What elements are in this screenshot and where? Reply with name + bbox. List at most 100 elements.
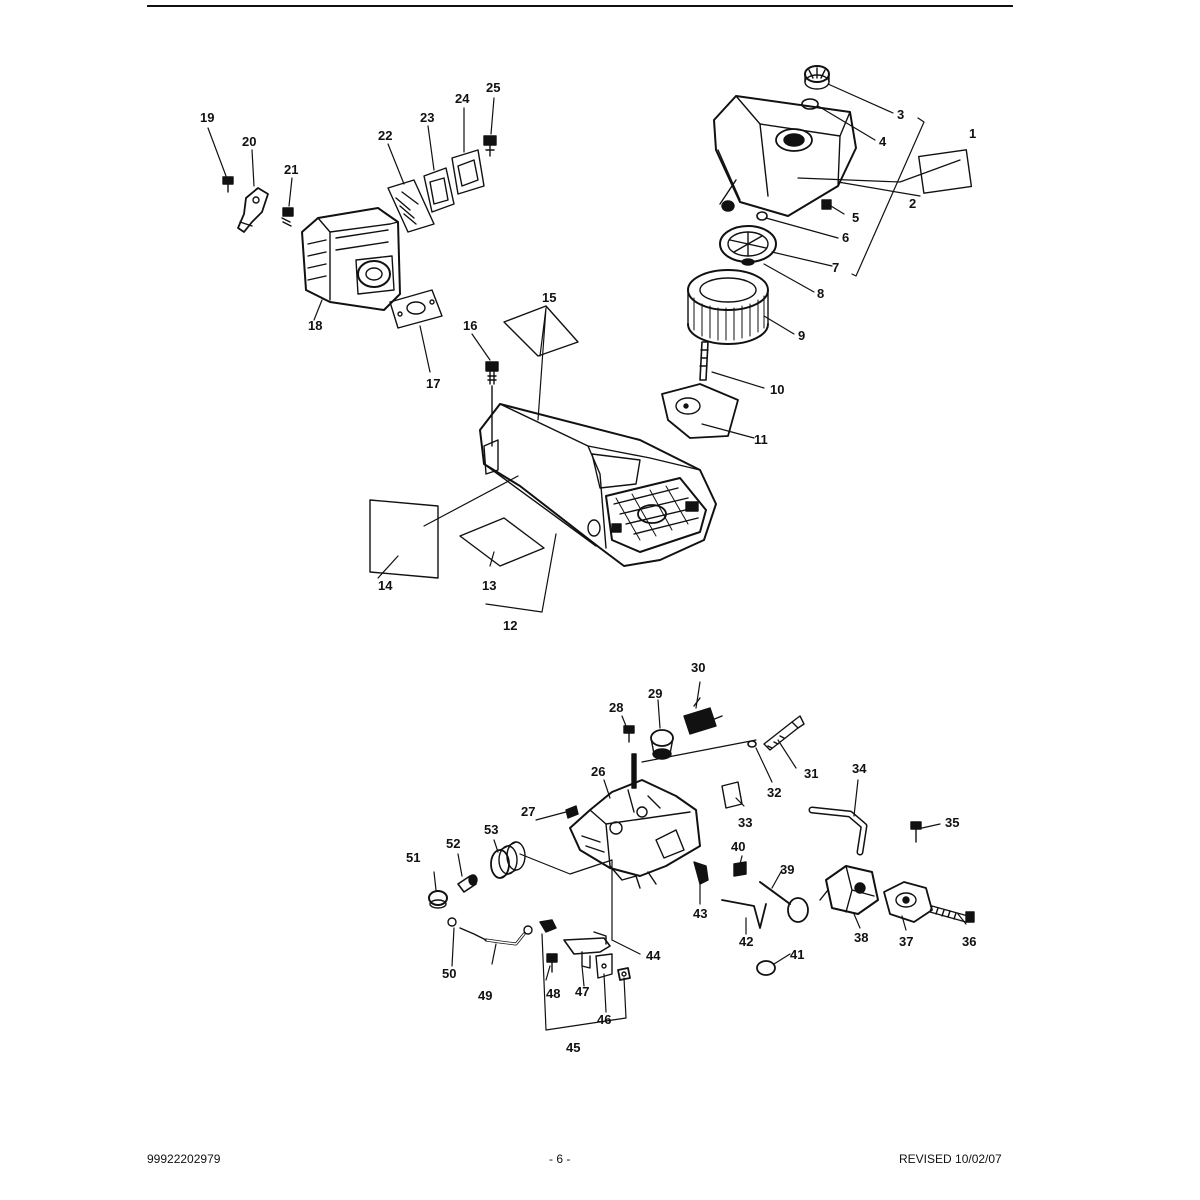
throttle-rod <box>721 899 767 929</box>
part-label: 51 <box>406 850 420 865</box>
part-label: 46 <box>597 1012 611 1027</box>
top-rule <box>147 5 1013 7</box>
screw <box>565 805 579 819</box>
cap <box>650 729 674 760</box>
part-label: 18 <box>308 318 322 333</box>
fuel-hose <box>808 806 868 856</box>
valve <box>683 697 723 735</box>
carburetor-housing <box>569 753 701 889</box>
bracket <box>237 187 269 233</box>
part-label: 19 <box>200 110 214 125</box>
knob <box>756 960 776 976</box>
leader-lines <box>207 83 967 1031</box>
part-label: 22 <box>378 128 392 143</box>
part-label: 5 <box>852 210 859 225</box>
part-label: 45 <box>566 1040 580 1055</box>
part-number: 99922202979 <box>147 1152 221 1166</box>
filter-retainer <box>719 225 777 266</box>
part-label: 29 <box>648 686 662 701</box>
carburetor-group <box>428 697 975 981</box>
part-label: 24 <box>455 91 470 106</box>
top-housing <box>479 361 717 567</box>
cover-knob <box>804 65 830 90</box>
part-label: 15 <box>542 290 556 305</box>
screw <box>546 953 558 973</box>
part-label: 3 <box>897 107 904 122</box>
screw <box>281 207 294 227</box>
part-label: 50 <box>442 966 456 981</box>
part-label: 37 <box>899 934 913 949</box>
bushing <box>457 874 478 893</box>
washer <box>801 98 819 110</box>
air-filter-element <box>687 269 769 345</box>
page-number: - 6 - <box>549 1152 571 1166</box>
part-label: 44 <box>646 948 661 963</box>
part-label: 47 <box>575 984 589 999</box>
carburetor <box>819 865 879 915</box>
part-label: 1 <box>969 126 976 141</box>
part-label: 11 <box>754 432 768 447</box>
part-label: 17 <box>426 376 440 391</box>
lever <box>693 861 709 885</box>
revision-date: REVISED 10/02/07 <box>899 1152 1002 1166</box>
decal <box>918 149 973 194</box>
decal <box>459 517 545 567</box>
part-label: 28 <box>609 700 623 715</box>
housing-screw <box>483 361 499 475</box>
part-label: 21 <box>284 162 298 177</box>
bolt <box>763 715 805 751</box>
throttle-bracket <box>563 931 613 979</box>
part-label: 32 <box>767 785 781 800</box>
muffler-gasket <box>389 289 443 329</box>
part-label: 31 <box>804 766 818 781</box>
part-number-labels: 1 2 3 4 5 6 7 8 9 10 11 12 13 14 15 16 1… <box>200 80 976 1055</box>
o-ring <box>756 211 768 221</box>
carburetor-adapter <box>883 881 933 923</box>
part-label: 43 <box>693 906 707 921</box>
part-label: 20 <box>242 134 256 149</box>
part-label: 26 <box>591 764 605 779</box>
ground-wire <box>447 917 533 946</box>
clip <box>733 861 747 877</box>
part-label: 41 <box>790 947 804 962</box>
part-label: 49 <box>478 988 492 1003</box>
gasket <box>721 781 743 809</box>
part-label: 30 <box>691 660 705 675</box>
part-label: 9 <box>798 328 805 343</box>
part-label: 52 <box>446 836 460 851</box>
choke-knob <box>759 881 809 923</box>
part-label: 13 <box>482 578 496 593</box>
part-label: 42 <box>739 934 753 949</box>
grommet <box>428 890 448 909</box>
decal <box>503 305 579 357</box>
part-label: 53 <box>484 822 498 837</box>
stud <box>699 341 709 381</box>
filter-cover <box>713 95 857 217</box>
air-filter-group <box>661 65 973 439</box>
part-label: 10 <box>770 382 784 397</box>
part-label: 34 <box>852 761 867 776</box>
part-label: 2 <box>909 196 916 211</box>
plug <box>490 841 526 879</box>
screw <box>910 821 922 843</box>
part-label: 4 <box>879 134 887 149</box>
part-label: 38 <box>854 930 868 945</box>
part-label: 25 <box>486 80 500 95</box>
part-label: 35 <box>945 815 959 830</box>
part-label: 36 <box>962 934 976 949</box>
part-label: 14 <box>378 578 393 593</box>
part-label: 48 <box>546 986 560 1001</box>
screw <box>222 176 234 193</box>
decal <box>369 499 439 579</box>
part-label: 12 <box>503 618 517 633</box>
spark-screen <box>387 179 435 233</box>
muffler-body <box>301 207 401 311</box>
part-label: 27 <box>521 804 535 819</box>
filter-base <box>661 383 739 439</box>
bolt <box>929 905 975 923</box>
screw <box>623 725 635 743</box>
nut <box>821 199 832 210</box>
part-label: 8 <box>817 286 824 301</box>
part-label: 40 <box>731 839 745 854</box>
